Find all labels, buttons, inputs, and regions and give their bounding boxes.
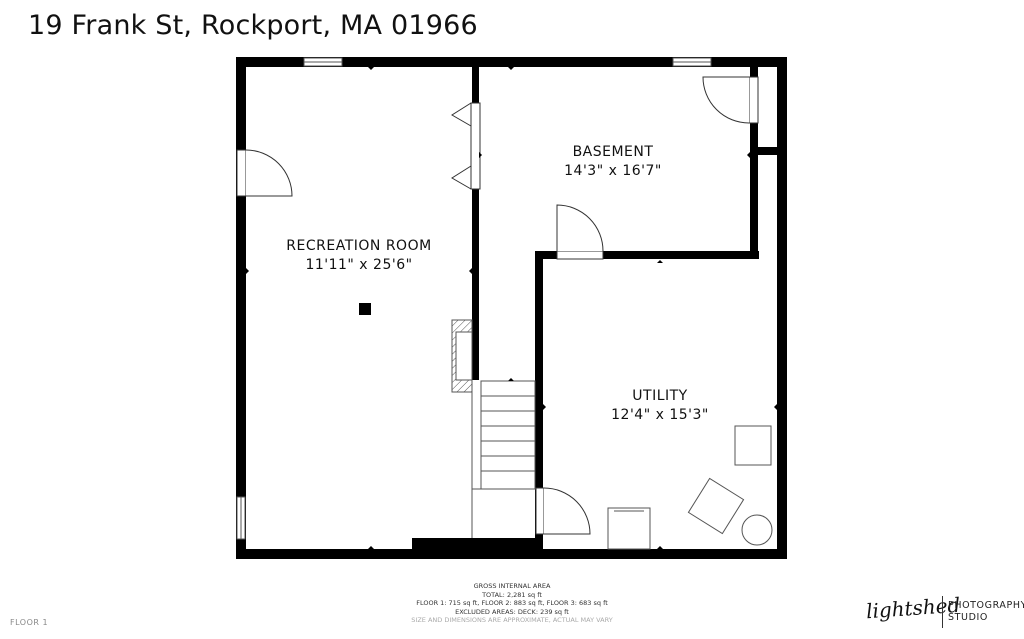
area-floors: FLOOR 1: 715 sq ft, FLOOR 2: 883 sq ft, … [416, 599, 608, 607]
recreation-room-name: RECREATION ROOM [286, 238, 432, 254]
area-excluded: EXCLUDED AREAS: DECK: 239 sq ft [455, 607, 569, 616]
utility-name: UTILITY [632, 388, 688, 404]
basement-label: BASEMENT 14'3" x 16'7" [513, 143, 713, 181]
area-heading: GROSS INTERNAL AREA [473, 582, 551, 590]
fireplace [451, 319, 473, 393]
logo-line-1: PHOTOGRAPHY [948, 600, 1024, 611]
utility-dimensions: 12'4" x 15'3" [611, 407, 709, 423]
recreation-room-dimensions: 11'11" x 25'6" [305, 257, 413, 273]
basement-dimensions: 14'3" x 16'7" [564, 163, 662, 179]
logo-wordmark: PHOTOGRAPHY STUDIO [948, 600, 1024, 624]
logo-line-2: STUDIO [948, 612, 988, 623]
utility-fixtures [607, 425, 773, 550]
floor-label: FLOOR 1 [10, 618, 49, 627]
area-disclaimer: SIZE AND DIMENSIONS ARE APPROXIMATE, ACT… [411, 616, 613, 624]
doors [236, 76, 759, 535]
basement-name: BASEMENT [572, 144, 654, 160]
support-column [359, 303, 371, 315]
interior-walls [472, 62, 780, 549]
utility-label: UTILITY 12'4" x 15'3" [560, 387, 760, 425]
staircase [471, 380, 536, 538]
area-total: TOTAL: 2,281 sq ft [482, 590, 542, 599]
recreation-room-label: RECREATION ROOM 11'11" x 25'6" [259, 237, 459, 275]
exterior-walls [236, 57, 787, 559]
windows [236, 57, 712, 540]
dimension-markers [246, 67, 777, 549]
logo-divider [942, 596, 943, 628]
area-summary: GROSS INTERNAL AREA TOTAL: 2,281 sq ft F… [362, 582, 662, 625]
listing-address-title: 19 Frank St, Rockport, MA 01966 [28, 10, 478, 41]
